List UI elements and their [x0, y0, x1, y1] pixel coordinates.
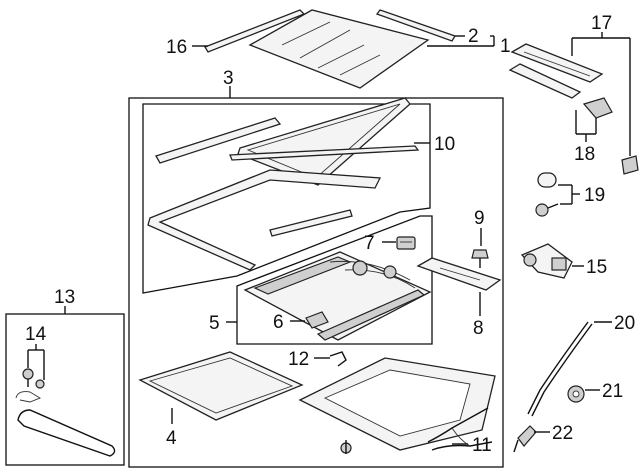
callout-18: 18 [574, 144, 595, 165]
bracket-17-lower [508, 63, 582, 99]
bracket-17-upper [510, 43, 604, 83]
callout-14: 14 [25, 324, 47, 345]
drain-tube-13 [15, 391, 116, 457]
valve-22 [513, 425, 537, 453]
sunroof-frame [243, 251, 432, 341]
callout-8: 8 [473, 318, 484, 339]
callout-5: 5 [209, 313, 220, 334]
callout-16: 16 [166, 37, 187, 58]
callout-12: 12 [288, 349, 309, 370]
plug-19 [537, 172, 557, 188]
sunshade-4 [138, 351, 304, 421]
deflector-strip-16 [204, 9, 306, 53]
motor-15 [520, 243, 573, 279]
clip-12 [329, 351, 347, 367]
callout-22: 22 [552, 423, 573, 444]
drain-hose-20 [527, 321, 593, 417]
housing-frame [298, 357, 496, 454]
callout-11: 11 [472, 435, 492, 456]
seal-kit-10 [147, 97, 420, 271]
drain-hose-11 [427, 407, 493, 451]
seal-kit-box-10 [142, 103, 431, 294]
callout-20: 20 [614, 313, 635, 334]
clip-7 [396, 236, 416, 250]
glass-panel [248, 9, 430, 89]
grommet-21 [567, 385, 585, 403]
callout-2: 2 [468, 26, 479, 47]
callout-9: 9 [474, 208, 485, 229]
assembly-box-3 [128, 97, 504, 468]
callout-labels: 1 2 3 4 5 6 7 8 9 10 11 12 13 14 15 16 1… [25, 13, 635, 456]
callout-10: 10 [434, 134, 455, 155]
rail-8 [416, 257, 502, 291]
callout-4: 4 [166, 428, 177, 449]
bracket-17-clip [621, 155, 639, 175]
callout-21: 21 [602, 381, 623, 402]
callout-6: 6 [273, 312, 284, 333]
callout-3: 3 [223, 68, 234, 89]
callout-7: 7 [364, 233, 375, 254]
callout-19: 19 [584, 185, 605, 206]
callout-13: 13 [54, 287, 75, 308]
frame-box-5 [236, 215, 433, 345]
screw-19 [535, 203, 559, 217]
callout-1: 1 [500, 36, 511, 57]
callout-17: 17 [591, 13, 612, 34]
box-13 [5, 313, 125, 466]
leader-lines [27, 32, 631, 445]
callout-15: 15 [586, 257, 607, 278]
bracket-6 [305, 311, 329, 329]
bolt-9 [471, 249, 489, 268]
seal-strip-2 [375, 9, 456, 42]
screw-14 [22, 368, 45, 389]
clip-18 [582, 97, 613, 119]
